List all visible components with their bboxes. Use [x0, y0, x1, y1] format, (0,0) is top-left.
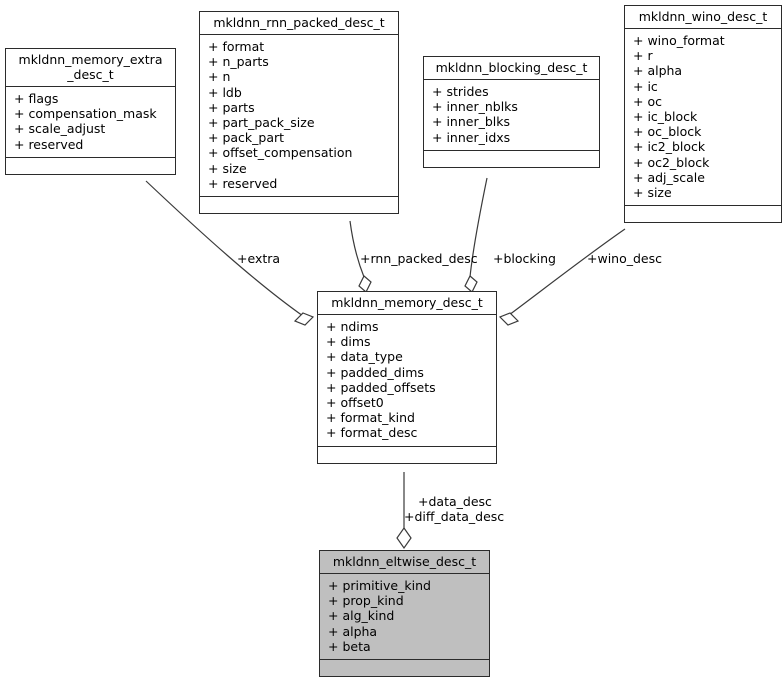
class-operations: [6, 158, 175, 174]
diamond-wino-desc: [498, 312, 520, 326]
edge-label-wino-desc: +wino_desc: [587, 251, 662, 266]
attribute: + format_kind: [326, 410, 415, 426]
class-attributes: + wino_format + r + alpha + ic + oc + ic…: [625, 29, 781, 207]
class-title: mkldnn_blocking_desc_t: [424, 57, 599, 80]
attribute: + parts: [208, 99, 255, 115]
attribute: + n: [208, 69, 231, 85]
attribute: + inner_idxs: [432, 129, 511, 145]
diamond-extra: [293, 312, 315, 326]
attribute: + flags: [14, 91, 59, 106]
class-operations: [424, 151, 599, 167]
class-operations: [625, 206, 781, 222]
attribute: + prop_kind: [328, 593, 404, 609]
attribute: + scale_adjust: [14, 121, 106, 137]
attribute: + alg_kind: [328, 608, 395, 624]
attribute: + wino_format: [633, 33, 725, 48]
attribute: + reserved: [208, 175, 278, 191]
attribute: + oc_block: [633, 124, 702, 140]
edge-label-blocking: +blocking: [493, 251, 556, 266]
attribute: + ic_block: [633, 109, 698, 125]
class-mkldnn-wino-desc-t[interactable]: mkldnn_wino_desc_t + wino_format + r + a…: [624, 5, 782, 224]
attribute: + n_parts: [208, 54, 269, 70]
edge-wino-desc: [508, 228, 626, 316]
attribute: + padded_offsets: [326, 379, 436, 395]
attribute: + offset_compensation: [208, 145, 353, 161]
attribute: + padded_dims: [326, 364, 424, 380]
class-title: mkldnn_memory_desc_t: [318, 292, 496, 315]
diamond-blocking: [464, 275, 478, 293]
class-attributes: + primitive_kind + prop_kind + alg_kind …: [320, 574, 489, 661]
edge-label-extra: +extra: [237, 251, 281, 266]
class-mkldnn-rnn-packed-desc-t[interactable]: mkldnn_rnn_packed_desc_t + format + n_pa…: [199, 11, 399, 215]
attribute: + reserved: [14, 136, 84, 152]
class-attributes: + ndims + dims + data_type + padded_dims…: [318, 315, 496, 447]
edge-label-data-desc: +data_desc: [418, 494, 492, 509]
edge-label-diff-data-desc: +diff_data_desc: [404, 509, 505, 524]
attribute: + part_pack_size: [208, 115, 315, 131]
attribute: + alpha: [328, 623, 378, 639]
attribute: + oc: [633, 93, 662, 109]
diamond-data-desc: [396, 526, 412, 550]
attribute: + ic2_block: [633, 139, 706, 155]
class-attributes: + format + n_parts + n + ldb + parts + p…: [200, 35, 398, 198]
attribute: + primitive_kind: [328, 578, 431, 593]
class-title: mkldnn_eltwise_desc_t: [320, 551, 489, 574]
attribute: + ndims: [326, 319, 379, 334]
class-title: mkldnn_memory_extra _desc_t: [6, 49, 175, 87]
class-title: mkldnn_rnn_packed_desc_t: [200, 12, 398, 35]
class-attributes: + flags + compensation_mask + scale_adju…: [6, 87, 175, 158]
attribute: + compensation_mask: [14, 106, 157, 122]
attribute: + offset0: [326, 395, 384, 411]
attribute: + inner_blks: [432, 114, 511, 130]
class-mkldnn-memory-extra-desc-t[interactable]: mkldnn_memory_extra _desc_t + flags + co…: [5, 48, 176, 175]
attribute: + oc2_block: [633, 154, 710, 170]
edge-label-rnn-packed-desc: +rnn_packed_desc: [360, 251, 478, 266]
attribute: + inner_nblks: [432, 99, 518, 115]
attribute: + ic: [633, 78, 658, 94]
attribute: + format_desc: [326, 425, 418, 441]
attribute: + size: [633, 185, 672, 201]
attribute: + size: [208, 160, 247, 176]
class-attributes: + strides + inner_nblks + inner_blks + i…: [424, 80, 599, 151]
class-title: mkldnn_wino_desc_t: [625, 6, 781, 29]
attribute: + ldb: [208, 84, 242, 100]
attribute: + alpha: [633, 63, 683, 79]
class-operations: [318, 447, 496, 463]
attribute: + strides: [432, 84, 489, 99]
attribute: + adj_scale: [633, 169, 705, 185]
attribute: + format: [208, 39, 265, 54]
class-operations: [320, 660, 489, 676]
class-mkldnn-memory-desc-t[interactable]: mkldnn_memory_desc_t + ndims + dims + da…: [317, 291, 497, 464]
attribute: + pack_part: [208, 130, 285, 146]
attribute: + dims: [326, 334, 371, 350]
edge-rnn-packed-desc: [349, 220, 365, 278]
attribute: + r: [633, 48, 653, 64]
class-mkldnn-eltwise-desc-t[interactable]: mkldnn_eltwise_desc_t + primitive_kind +…: [319, 550, 490, 678]
attribute: + beta: [328, 638, 371, 654]
class-operations: [200, 197, 398, 213]
attribute: + data_type: [326, 349, 403, 365]
class-mkldnn-blocking-desc-t[interactable]: mkldnn_blocking_desc_t + strides + inner…: [423, 56, 600, 168]
diamond-rnn-packed-desc: [358, 275, 372, 293]
